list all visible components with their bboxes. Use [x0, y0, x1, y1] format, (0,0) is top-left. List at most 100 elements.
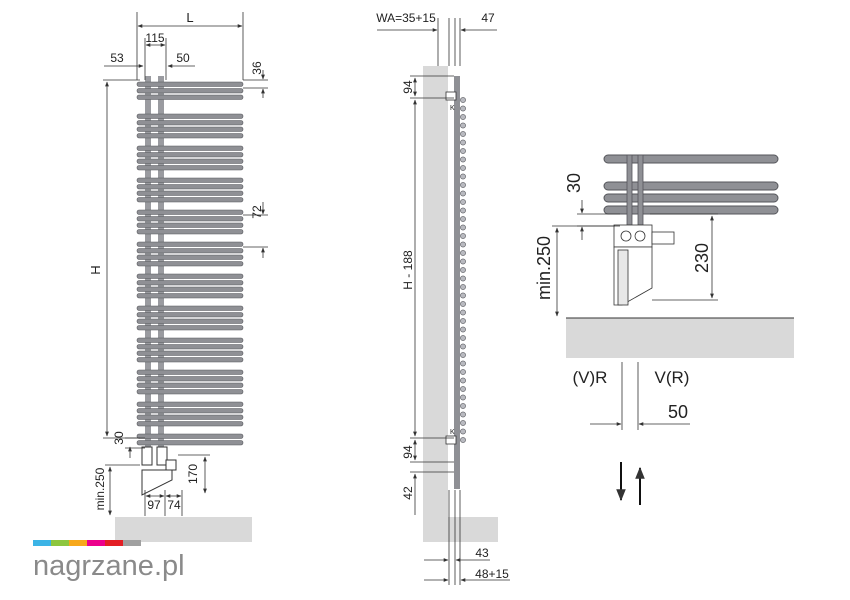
logo-bar	[123, 540, 141, 546]
front-right-pipe	[158, 76, 164, 461]
side-bar-section	[460, 105, 466, 112]
front-bar	[136, 293, 244, 299]
side-bar-section	[460, 352, 466, 358]
front-bar	[136, 145, 244, 151]
side-bar-section	[460, 122, 466, 129]
flow-arrows	[616, 462, 645, 505]
front-bar	[136, 184, 244, 190]
side-bar-section	[460, 428, 466, 435]
dim-height-H: H	[88, 265, 103, 274]
front-bar	[136, 376, 244, 382]
dim-230: 230	[692, 243, 712, 273]
front-bar	[136, 254, 244, 260]
dim-48-15: 48+15	[475, 567, 509, 581]
front-bar	[136, 152, 244, 158]
front-bar	[136, 126, 244, 132]
side-bar-section	[460, 420, 466, 426]
logo-bar	[51, 540, 69, 546]
front-bar	[136, 222, 244, 228]
dim-h188: H - 188	[401, 250, 415, 290]
side-bar-section	[460, 267, 466, 273]
dim-74: 74	[167, 498, 181, 512]
side-bar-section	[460, 207, 466, 214]
side-bar-section	[460, 343, 466, 350]
front-bar	[136, 350, 244, 356]
logo-bar	[69, 540, 87, 546]
front-bar	[136, 337, 244, 343]
bracket-k-bottom: K	[450, 429, 455, 436]
side-bar-section	[460, 403, 466, 409]
front-bars	[136, 81, 244, 446]
side-bar-section	[460, 173, 466, 180]
side-bracket-bottom	[445, 435, 457, 445]
dim-min250-front: min.250	[93, 467, 107, 510]
brand-logo: nagrzane.pl	[33, 540, 185, 582]
front-bar	[136, 305, 244, 311]
front-bar	[136, 241, 244, 247]
dim-43: 43	[475, 546, 489, 560]
side-bar-section	[460, 292, 466, 299]
front-bar	[136, 344, 244, 350]
dim-53: 53	[110, 51, 124, 65]
side-bar-section	[460, 233, 466, 239]
front-bar	[136, 286, 244, 292]
front-bar	[136, 369, 244, 375]
side-bar-section	[460, 360, 466, 367]
dim-97: 97	[147, 498, 161, 512]
logo-color-bars	[33, 540, 141, 546]
detail-bars	[603, 154, 779, 226]
side-bar-section	[460, 250, 466, 256]
side-bar-section	[460, 411, 466, 418]
detail-floor	[566, 318, 794, 358]
side-bracket-top	[445, 91, 457, 101]
side-bar-section	[460, 114, 466, 120]
front-bar	[136, 113, 244, 119]
dim-94-top: 94	[401, 80, 415, 94]
front-bar	[136, 414, 244, 420]
logo-bar	[87, 540, 105, 546]
logo-bar	[33, 540, 51, 546]
front-bar	[136, 94, 244, 100]
logo-text: nagrzane.pl	[33, 550, 185, 582]
side-bar-section	[460, 326, 466, 333]
detail-valve	[613, 224, 675, 306]
front-bar	[136, 318, 244, 324]
front-bar	[136, 440, 244, 446]
front-left-pipe	[145, 76, 151, 461]
front-bar	[136, 197, 244, 203]
dim-36: 36	[250, 61, 264, 75]
dim-47: 47	[481, 11, 495, 25]
dim-30-front: 30	[112, 431, 126, 445]
side-bar-section	[460, 301, 466, 307]
front-bar	[136, 261, 244, 267]
dim-94-bottom: 94	[401, 445, 415, 459]
dim-50-detail: 50	[668, 402, 688, 422]
dim-30-detail: 30	[564, 173, 584, 193]
front-bar	[136, 421, 244, 427]
front-bar	[136, 190, 244, 196]
logo-text-suffix: .pl	[154, 550, 185, 582]
front-bar	[136, 81, 244, 87]
side-bar-section	[460, 318, 466, 324]
side-bar-section	[460, 335, 466, 341]
side-bar-section	[460, 139, 466, 146]
side-bars	[460, 97, 466, 443]
front-floor	[115, 517, 252, 542]
side-bar-section	[460, 394, 466, 401]
front-bar	[136, 209, 244, 215]
dim-min250-detail: min.250	[534, 236, 554, 300]
side-bar-section	[460, 275, 466, 282]
side-floor	[448, 517, 498, 542]
front-bar	[136, 273, 244, 279]
side-bar-section	[460, 199, 466, 205]
side-collector	[454, 76, 460, 489]
bracket-k-top: K	[450, 105, 455, 112]
front-bar	[136, 312, 244, 318]
side-bar-section	[460, 369, 466, 375]
side-wall	[423, 66, 448, 542]
side-view: K K	[376, 11, 510, 585]
dim-72: 72	[250, 205, 264, 219]
front-bar	[136, 389, 244, 395]
front-bar	[136, 325, 244, 331]
